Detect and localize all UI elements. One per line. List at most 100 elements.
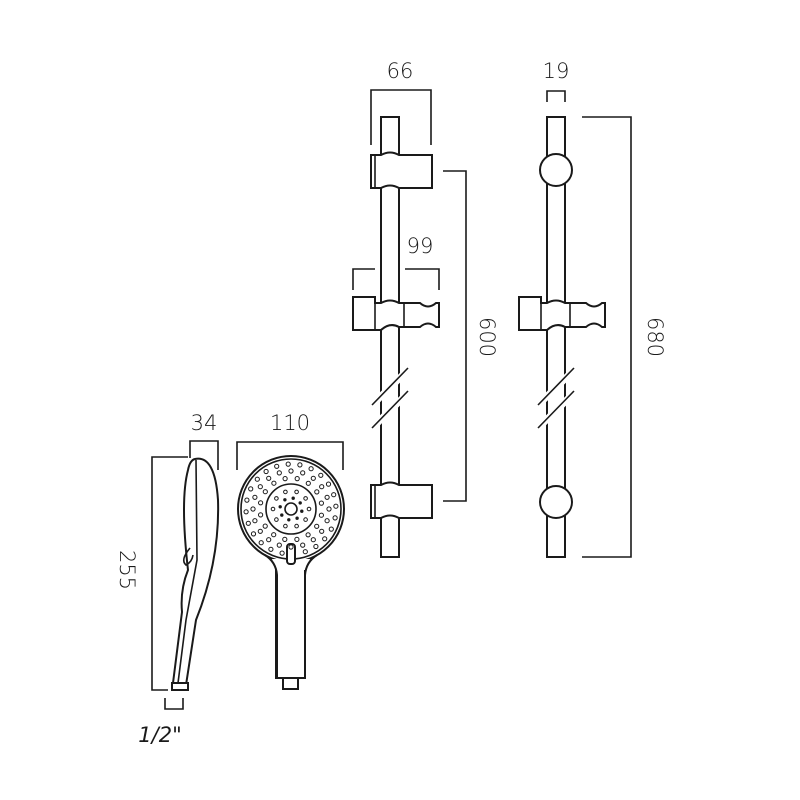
- nozzle: [252, 494, 258, 500]
- dimension-label-thread: 1/2": [138, 723, 181, 747]
- nozzle: [306, 506, 312, 512]
- dimension-19: 19: [543, 59, 570, 102]
- dimension-66: 66: [370, 59, 432, 145]
- slider-holder-side: [518, 296, 606, 331]
- nozzle: [294, 489, 299, 495]
- nozzle: [276, 542, 282, 548]
- dimension-label-66: 66: [387, 59, 414, 83]
- nozzle: [294, 476, 300, 482]
- bracket-side: [539, 153, 573, 187]
- nozzle: [288, 468, 294, 474]
- nozzle: [294, 536, 300, 543]
- dimension-255: 255: [115, 456, 188, 691]
- handset-front-view: 110: [236, 411, 345, 690]
- dimension-110: 110: [236, 411, 344, 470]
- nozzle: [278, 505, 282, 509]
- nozzle: [276, 470, 282, 476]
- nozzle: [262, 489, 268, 495]
- nozzle: [274, 517, 279, 522]
- break-symbol: [367, 365, 413, 433]
- dimension-label-110: 110: [270, 411, 310, 435]
- dimension-label-19: 19: [543, 59, 570, 83]
- nozzle: [325, 481, 332, 487]
- nozzle: [295, 516, 299, 520]
- nozzle: [300, 470, 306, 476]
- nozzle: [258, 540, 264, 546]
- nozzle-pattern: [243, 461, 339, 556]
- rail-tube: [380, 116, 400, 558]
- nozzle: [258, 500, 264, 506]
- nozzle: [268, 546, 274, 552]
- dimension-label-680: 680: [643, 317, 667, 357]
- top-bracket: [370, 151, 433, 189]
- handset-side-view: 34 255 1/2": [115, 411, 220, 747]
- nozzle: [257, 484, 263, 490]
- nozzle: [283, 489, 288, 495]
- nozzle: [250, 506, 256, 512]
- nozzle: [248, 486, 254, 492]
- nozzle: [305, 532, 311, 538]
- nozzle: [266, 475, 272, 481]
- nozzle: [288, 544, 294, 550]
- rail-side-view: 19 680: [518, 59, 667, 558]
- dimension-600: 600: [443, 170, 499, 502]
- bracket-side: [539, 485, 573, 519]
- nozzle: [305, 480, 311, 486]
- thread-connector: [171, 682, 189, 691]
- nozzle: [310, 475, 316, 481]
- nozzle: [298, 501, 302, 505]
- nozzle: [310, 537, 316, 543]
- nozzle: [263, 468, 269, 475]
- dimension-label-255: 255: [115, 550, 139, 590]
- nozzle: [332, 515, 338, 521]
- bottom-bracket: [370, 481, 433, 519]
- nozzle: [319, 484, 325, 490]
- nozzle: [318, 512, 324, 518]
- nozzle: [262, 523, 268, 529]
- nozzle: [252, 518, 258, 524]
- nozzle: [257, 528, 263, 534]
- nozzle: [308, 466, 314, 472]
- dimension-label-34: 34: [191, 411, 218, 435]
- nozzle: [283, 498, 287, 502]
- nozzle: [279, 550, 285, 556]
- nozzle: [274, 463, 280, 469]
- nozzle: [314, 489, 320, 495]
- dimension-680: 680: [582, 116, 667, 558]
- nozzle: [303, 517, 308, 522]
- nozzle: [243, 509, 249, 515]
- nozzle: [300, 542, 306, 548]
- nozzle: [250, 531, 257, 537]
- nozzle: [300, 509, 304, 513]
- nozzle: [318, 472, 324, 478]
- rail-front-view: 66 99 600: [352, 59, 499, 558]
- nozzle: [318, 500, 324, 506]
- dimension-thread: 1/2": [138, 698, 184, 747]
- nozzle: [333, 503, 339, 509]
- nozzle: [314, 523, 320, 529]
- nozzle: [302, 549, 308, 555]
- nozzle: [280, 513, 284, 517]
- nozzle: [285, 461, 291, 467]
- dimension-label-99: 99: [407, 234, 434, 258]
- rail-tube-side: [546, 116, 566, 558]
- nozzle: [244, 497, 250, 503]
- dimension-label-600: 600: [475, 317, 499, 357]
- nozzle: [282, 536, 288, 543]
- nozzle: [326, 506, 332, 512]
- nozzle: [294, 523, 299, 529]
- nozzle: [274, 496, 279, 501]
- nozzle: [324, 494, 330, 500]
- thread-connector: [282, 677, 299, 690]
- nozzle: [271, 480, 277, 486]
- nozzle: [258, 512, 264, 518]
- nozzle: [324, 518, 330, 524]
- nozzle: [297, 462, 303, 468]
- nozzle: [319, 528, 325, 534]
- dimension-34: 34: [189, 411, 219, 470]
- nozzle: [283, 523, 288, 529]
- nozzle: [282, 476, 288, 482]
- nozzle: [331, 492, 337, 498]
